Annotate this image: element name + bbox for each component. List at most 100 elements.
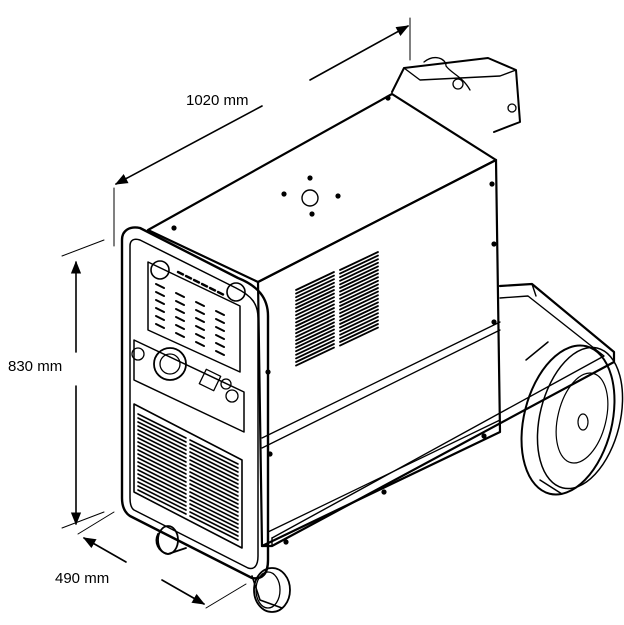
front-vent-slot <box>189 483 239 509</box>
front-vent-slot <box>189 495 239 521</box>
side-vent-slot <box>339 312 379 333</box>
panel-marking <box>215 334 225 340</box>
front-vent-slot <box>137 453 187 479</box>
front-vent-slot <box>189 447 239 473</box>
width-dimension <box>77 511 247 609</box>
front-vent-slot <box>189 459 239 485</box>
side-vent-slot <box>295 346 335 367</box>
front-vent-slot <box>137 429 187 455</box>
panel-marking <box>192 278 201 284</box>
side-vent-slot <box>339 265 379 286</box>
front-vent-slot <box>189 471 239 497</box>
side-vent-slot <box>295 292 335 313</box>
front-vent-slot <box>137 477 187 503</box>
front-vent-slot <box>137 433 187 459</box>
side-vent-slot <box>339 261 379 282</box>
panel-marking <box>195 317 205 323</box>
front-vent-slot <box>137 481 187 507</box>
front-vent-slot <box>137 421 187 447</box>
front-vent-slot <box>137 473 187 499</box>
panel-marking <box>215 310 225 316</box>
side-vent-slot <box>339 301 379 322</box>
front-vent-slot <box>189 515 239 541</box>
side-vent-slot <box>295 339 335 360</box>
front-vent-slot <box>137 461 187 487</box>
panel-marking <box>215 326 225 332</box>
side-vent-slot <box>295 332 335 353</box>
panel-marking <box>175 316 185 322</box>
panel-marking <box>155 315 165 321</box>
front-vent-slot <box>137 413 187 439</box>
side-vent-slot <box>295 307 335 327</box>
panel-marking <box>155 283 165 289</box>
trolley-frame <box>260 282 616 548</box>
panel-marking <box>195 309 205 315</box>
panel-marking <box>155 307 165 313</box>
side-vent-slot <box>339 290 379 311</box>
width-label: 490 mm <box>55 570 110 587</box>
panel-markings <box>155 270 225 356</box>
panel-marking <box>175 308 185 314</box>
panel-marking <box>155 291 165 297</box>
side-vent-slot <box>339 308 379 329</box>
panel-marking <box>195 341 205 347</box>
front-vent-slot <box>137 489 187 515</box>
length-label: 1020 mm <box>186 92 249 109</box>
side-vent-slot <box>339 326 379 347</box>
panel-marking <box>155 323 165 329</box>
front-vent-slot <box>137 425 187 451</box>
panel-marking <box>215 342 225 348</box>
front-vent-slot <box>189 439 239 465</box>
side-vent-slot <box>295 274 335 295</box>
side-vent-slot <box>295 281 335 302</box>
front-frame <box>120 226 270 580</box>
panel-marking <box>195 333 205 339</box>
front-vent-slot <box>189 475 239 501</box>
front-vent-slot <box>137 469 187 495</box>
side-vent-slot <box>295 310 335 331</box>
side-vent-slot <box>339 251 379 271</box>
side-vent-slot <box>295 317 335 338</box>
front-vent-slot <box>189 451 239 477</box>
front-vent-slot <box>189 463 239 489</box>
panel-marking <box>195 301 205 307</box>
side-vent-slot <box>339 269 379 289</box>
front-vent-slot <box>189 487 239 513</box>
side-vent-slot <box>295 314 335 335</box>
side-vent-slot <box>295 299 335 320</box>
side-vent-slot <box>295 325 335 345</box>
side-vent-slot <box>339 283 379 304</box>
front-vent-slot <box>137 457 187 483</box>
side-vent-slot <box>339 294 379 315</box>
side-vent-slot <box>295 321 335 342</box>
panel-marking <box>195 325 205 331</box>
panel-marking <box>175 292 185 298</box>
side-vent-slot <box>339 315 379 336</box>
front-vent-slot <box>189 511 239 537</box>
panel-marking <box>175 300 185 306</box>
side-vent-slot <box>339 272 379 293</box>
front-vent-slot <box>137 445 187 471</box>
side-vent-slot <box>295 285 335 306</box>
front-vent-slot <box>189 499 239 525</box>
height-dimension <box>61 239 105 529</box>
side-vents <box>295 251 379 367</box>
side-vent-slot <box>295 289 335 309</box>
side-vent-slot <box>339 319 379 340</box>
front-vent-slot <box>137 485 187 511</box>
side-vent-slot <box>339 258 379 279</box>
panel-marking <box>184 274 193 280</box>
cabinet <box>146 92 502 548</box>
panel-marking <box>216 290 225 296</box>
rear-wheel <box>520 341 624 496</box>
front-vent-slot <box>189 443 239 469</box>
rear-handle <box>391 56 521 133</box>
side-vent-slot <box>339 323 379 343</box>
height-label: 830 mm <box>8 358 63 375</box>
front-vent-slot <box>189 455 239 481</box>
side-vent-slot <box>339 276 379 297</box>
side-vent-slot <box>339 287 379 307</box>
front-vent-slot <box>137 437 187 463</box>
panel-marking <box>175 324 185 330</box>
